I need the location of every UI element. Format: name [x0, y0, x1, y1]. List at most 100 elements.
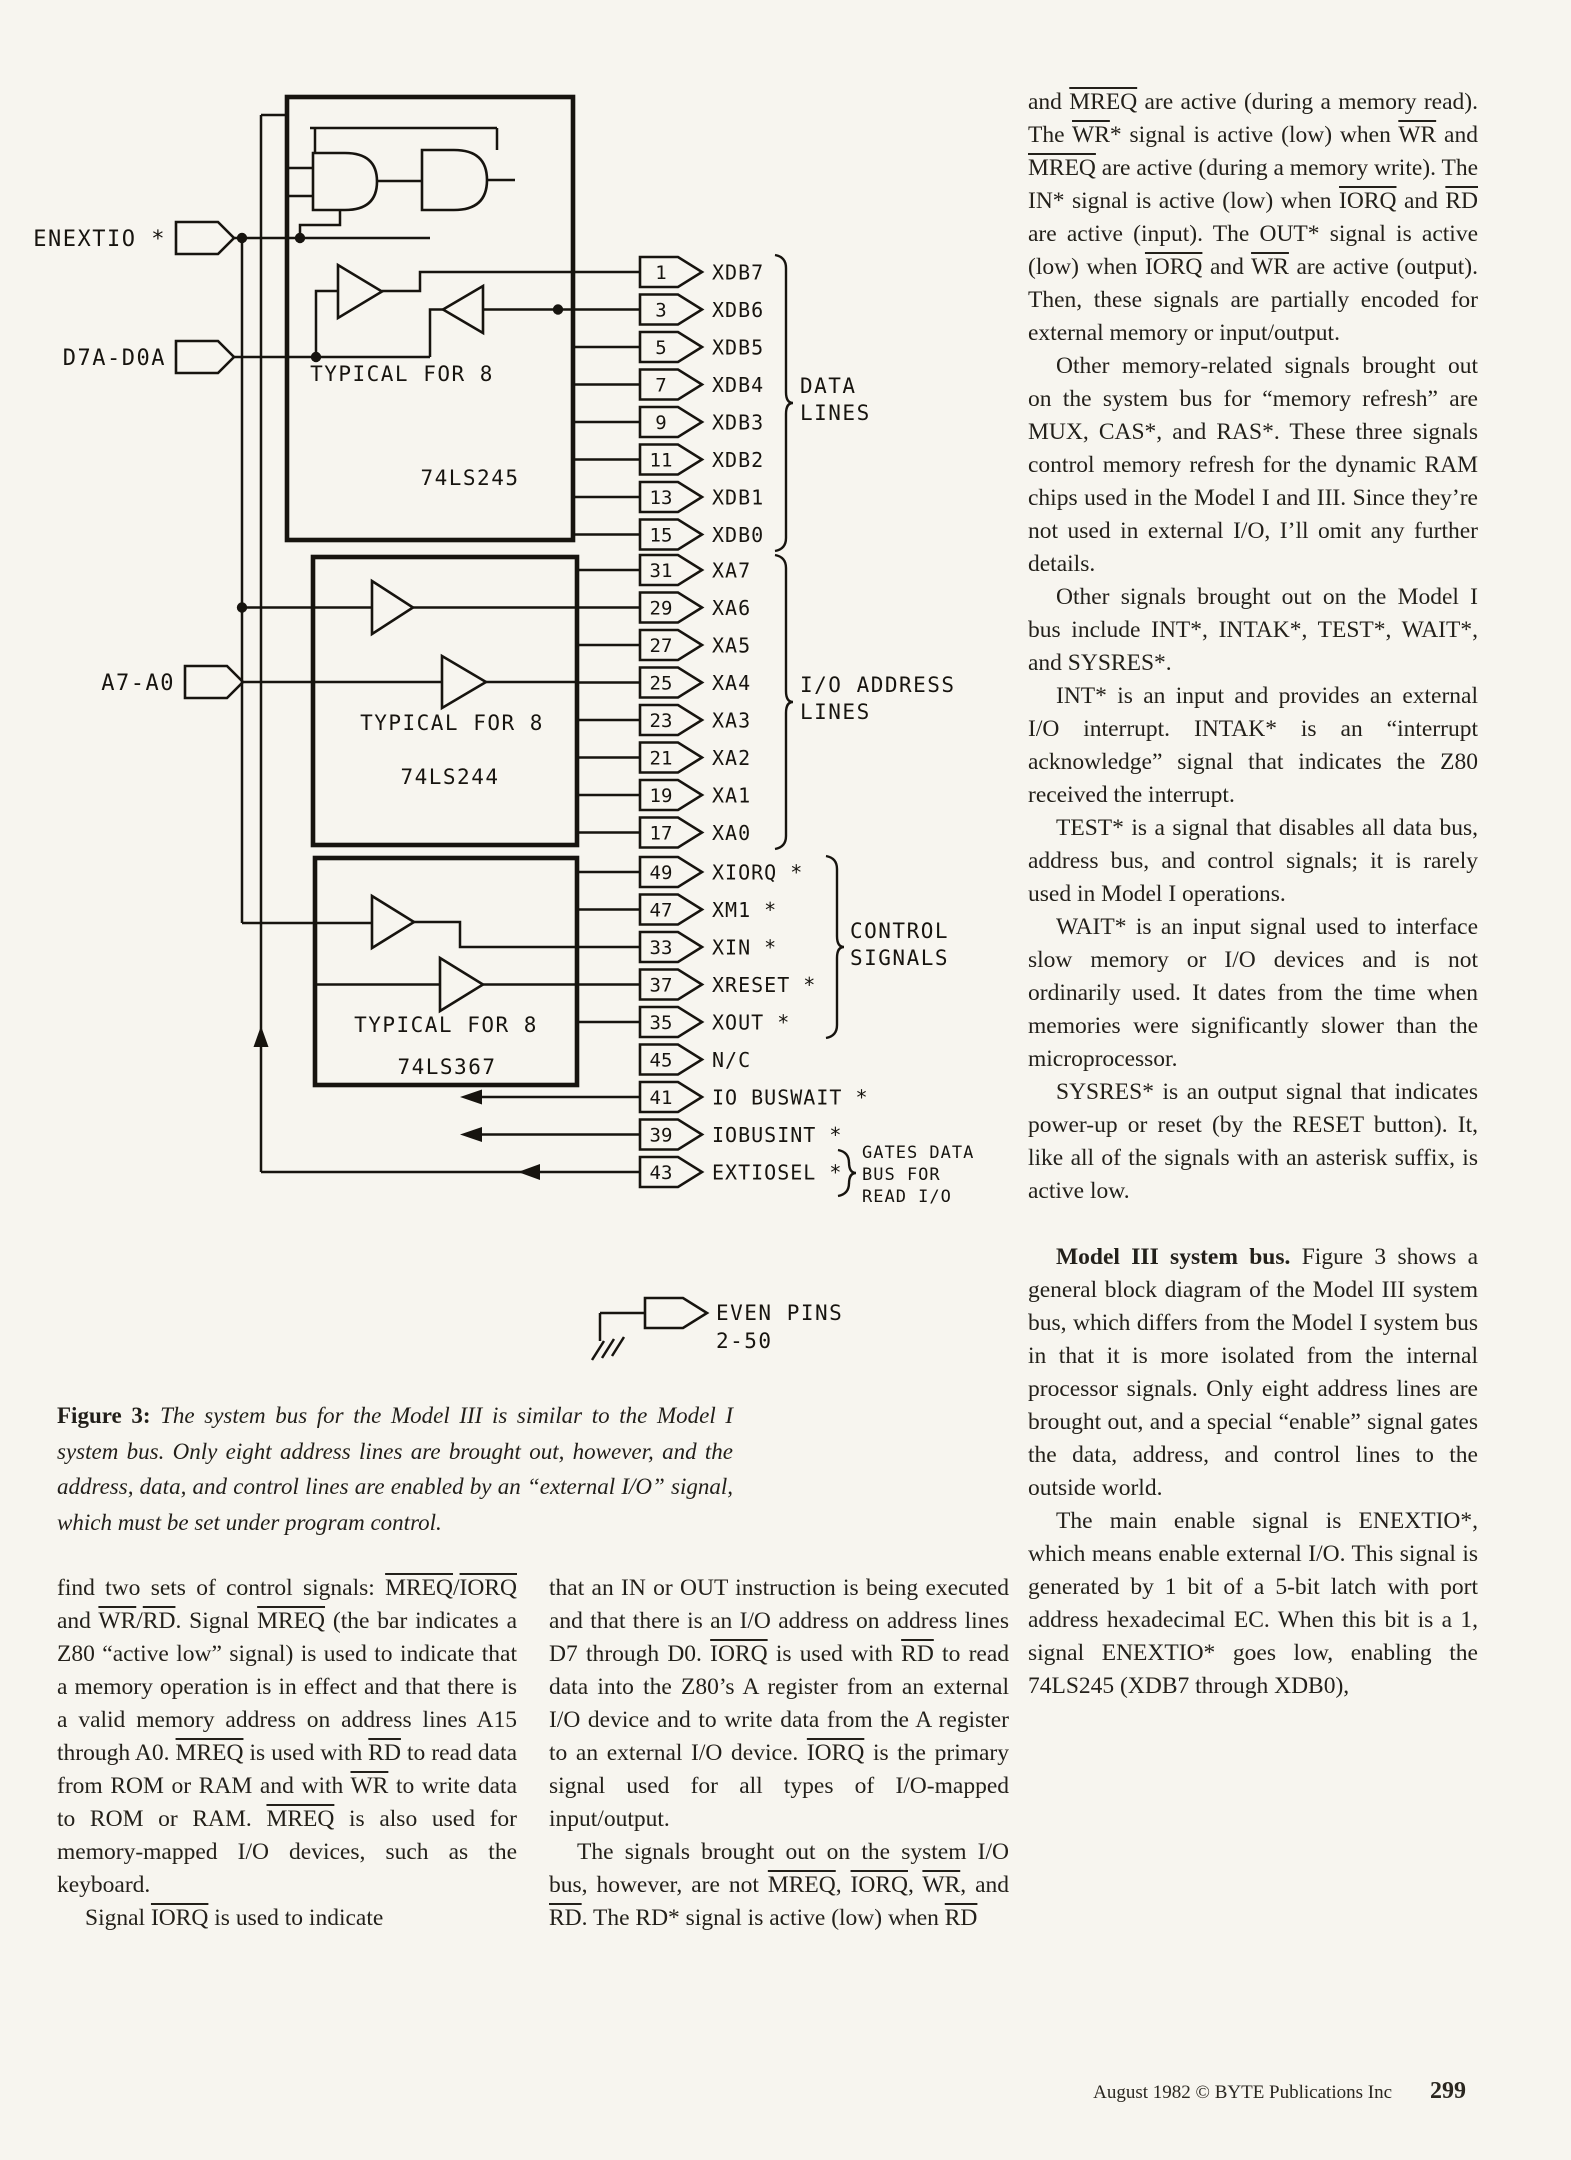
buffer-gate-icon	[370, 893, 417, 951]
pin-label: XDB1	[712, 486, 764, 510]
overlined-signal: RD	[368, 1740, 401, 1766]
arrowhead-icon	[460, 1127, 482, 1142]
text-run: is used to indicate	[208, 1905, 384, 1931]
text-run: * signal is active (low) when	[1109, 122, 1399, 148]
text-run: (the bar indicates a Z80 “active low” si…	[57, 1608, 518, 1766]
text-run: find two sets of control signals:	[57, 1575, 386, 1601]
pin-number: 3	[655, 300, 666, 322]
pin-number: 39	[650, 1125, 673, 1147]
text-run: Other memory-related signals brought out…	[1028, 353, 1478, 577]
pin-arrow-icon	[638, 628, 705, 662]
overlined-signal: RD	[1445, 188, 1478, 214]
arrowhead-icon	[460, 1089, 482, 1105]
text-run: are active (output). Then, these signals…	[1028, 254, 1478, 346]
text-run: to read data from ROM or RAM and with	[57, 1740, 518, 1799]
wire	[428, 308, 443, 357]
pin-label: IO BUSWAIT *	[712, 1086, 869, 1110]
pin-arrow-icon	[638, 666, 705, 699]
pin-group-brace	[774, 253, 794, 553]
pin-arrow-icon	[638, 930, 705, 964]
pin-arrow-icon	[638, 816, 705, 849]
pin-label: XA1	[712, 784, 751, 808]
overlined-signal: WR	[98, 1608, 137, 1634]
paragraph: and MREQ are active (during a memory rea…	[1028, 86, 1478, 350]
pin-number: 21	[650, 748, 673, 770]
pin-number: 5	[655, 337, 666, 359]
text-run: The signals brought out on the system I/…	[549, 1839, 1009, 1898]
and-gate-icon	[311, 151, 379, 212]
pin-label: XDB4	[712, 373, 764, 397]
overlined-signal: IORQ	[806, 1740, 865, 1766]
page-footer: August 1982 © BYTE Publications Inc 299	[0, 2078, 1571, 2118]
pin-label: XDB0	[712, 523, 764, 547]
text-run: are active (during a memory write). The …	[1028, 155, 1478, 214]
pin-number: 27	[650, 635, 673, 657]
pin-label: XRESET *	[712, 973, 816, 997]
pin-label: XDB7	[712, 261, 764, 285]
overlined-signal: MREQ	[1069, 89, 1138, 115]
pin-arrow-icon	[638, 405, 705, 439]
paragraph: Other memory-related signals brought out…	[1028, 350, 1478, 581]
junction-dot	[236, 232, 248, 244]
overlined-signal: MREQ	[767, 1872, 836, 1898]
text-run: is used with	[767, 1641, 902, 1667]
extiosel-brace	[837, 1148, 857, 1198]
pin-label: N/C	[712, 1048, 751, 1072]
page-number: 299	[1430, 2078, 1466, 2104]
junction-dot	[294, 232, 306, 244]
pin-label: XOUT *	[712, 1011, 790, 1035]
paragraph: The signals brought out on the system I/…	[549, 1836, 1009, 1935]
overlined-signal: IORQ	[850, 1872, 908, 1898]
pin-label: XDB3	[712, 411, 764, 435]
pin-label: IOBUSINT *	[712, 1123, 842, 1147]
buffer-gate-icon	[336, 262, 385, 321]
pin-label: XM1 *	[712, 898, 777, 922]
paragraph: TEST* is a signal that disables all data…	[1028, 812, 1478, 911]
pin-group-brace	[825, 854, 845, 1040]
bold-lead: Model III system bus.	[1056, 1244, 1291, 1270]
text-run: Signal	[85, 1905, 151, 1931]
pin-number: 29	[650, 598, 673, 620]
and-gate-icon	[420, 148, 489, 212]
overlined-signal: MREQ	[257, 1608, 326, 1634]
pin-arrow-icon	[638, 968, 705, 1001]
text-run: Other signals brought out on the Model I…	[1028, 584, 1478, 676]
overlined-signal: MREQ	[175, 1740, 244, 1766]
text-run: INT* is an input and provides an externa…	[1028, 683, 1478, 808]
overlined-signal: IORQ	[1144, 254, 1203, 280]
chip-name: 74LS245	[420, 466, 519, 490]
pin-group-label: DATA	[800, 374, 857, 398]
pin-number: 17	[650, 823, 673, 845]
input-label: ENEXTIO *	[33, 227, 166, 252]
pin-arrow-icon	[638, 778, 705, 812]
text-run: is used with	[243, 1740, 369, 1766]
pin-label: XIN *	[712, 936, 777, 960]
pin-number: 1	[655, 262, 666, 284]
pin-label: XA4	[712, 671, 751, 695]
text-run: /	[136, 1608, 143, 1634]
wire	[382, 270, 573, 293]
pin-label: XA5	[712, 634, 751, 658]
overlined-signal: WR	[1072, 122, 1110, 148]
article-column-1: find two sets of control signals: MREQ / I…	[57, 1572, 517, 1935]
pin-group-label: LINES	[800, 401, 871, 425]
overlined-signal: IORQ	[150, 1905, 209, 1931]
arrowhead-icon	[253, 1026, 269, 1047]
input-arrow-icon	[183, 664, 245, 700]
overlined-signal: WR	[1398, 122, 1437, 148]
paragraph: Signal IORQ is used to indicate	[57, 1902, 517, 1935]
buffer-gate-icon	[370, 578, 416, 637]
junction-dot	[552, 304, 564, 315]
text-run: and	[57, 1608, 99, 1634]
text-run: and	[1202, 254, 1252, 280]
wire	[414, 920, 577, 949]
text-run: to read data into the Z80’s A register f…	[549, 1641, 1010, 1766]
arrowhead-icon	[518, 1164, 540, 1180]
paragraph: The main enable signal is ENEXTIO*, whic…	[1028, 1505, 1478, 1703]
chip-note: TYPICAL FOR 8	[310, 362, 494, 386]
extiosel-note: BUS FOR	[862, 1165, 941, 1185]
overlined-signal: MREQ	[266, 1806, 335, 1832]
pin-arrow-icon	[638, 1155, 705, 1189]
article-column-2: that an IN or OUT instruction is being e…	[549, 1572, 1009, 1935]
